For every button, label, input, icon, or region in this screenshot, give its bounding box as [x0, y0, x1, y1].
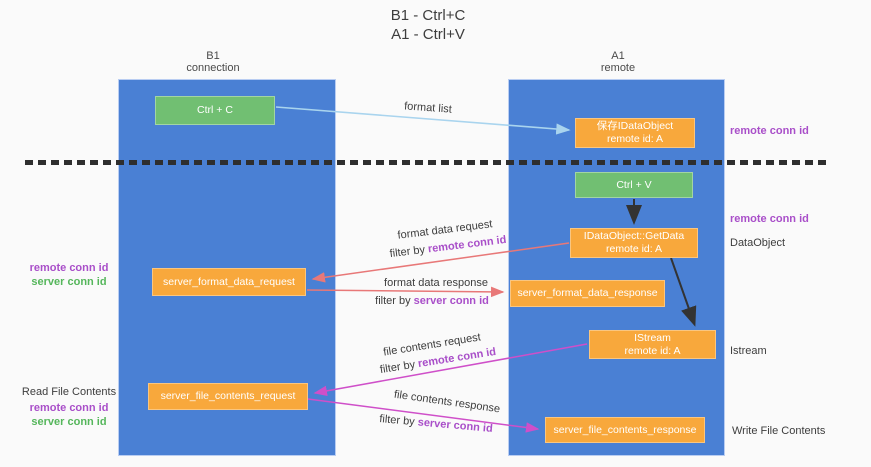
node-ctrl-c-label: Ctrl + C [197, 104, 233, 116]
node-server-file-contents-response: server_file_contents_response [545, 417, 705, 443]
node-istream-line2: remote id: A [624, 344, 681, 357]
lane-b1-name: B1 [206, 50, 220, 62]
lane-a1-name: A1 [611, 50, 625, 62]
filter-by-text: filter by [378, 413, 416, 429]
server-conn-id-text: server conn id [417, 416, 494, 435]
edge-label-format-data-response: format data response [384, 277, 488, 289]
edge-label-file-contents-response: file contents response [393, 388, 501, 416]
label-conn-ids-left-top: remote conn id server conn id [16, 261, 122, 289]
node-ctrl-v-label: Ctrl + V [616, 178, 652, 191]
node-save-idataobject: 保存IDataObject remote id: A [575, 118, 695, 148]
title-line-1: B1 - Ctrl+C [390, 7, 466, 24]
node-getdata-line2: remote id: A [605, 243, 663, 255]
node-idataobject-getdata: IDataObject::GetData remote id: A [570, 228, 698, 258]
node-server-format-data-response: server_format_data_response [510, 280, 665, 307]
label-dataobject: DataObject [730, 237, 786, 249]
label-remote-conn-id-mid-right: remote conn id [730, 213, 809, 225]
edge-label-format-list: format list [403, 100, 453, 116]
node-save-idataobject-line1: 保存IDataObject [596, 120, 674, 132]
filter-by-text: filter by [379, 358, 417, 377]
node-getdata-line1: IDataObject::GetData [583, 230, 685, 242]
filter-by-text: filter by [375, 295, 411, 307]
remote-conn-id-text: remote conn id [427, 233, 507, 256]
node-server-format-data-request: server_format_data_request [152, 268, 306, 296]
lane-header-a1: A1 remote [601, 50, 635, 74]
node-server-file-contents-request: server_file_contents_request [148, 383, 308, 410]
node-ctrl-v: Ctrl + V [575, 172, 693, 198]
lane-a1-role: remote [600, 62, 636, 74]
label-write-file-contents: Write File Contents [732, 425, 826, 437]
label-remote-conn-id-left: remote conn id [29, 262, 109, 274]
arrow-format-data-response [306, 286, 505, 298]
node-format-request-label: server_format_data_request [163, 275, 295, 288]
node-file-response-label: server_file_contents_response [553, 423, 697, 436]
label-server-conn-id-left-2: server conn id [31, 416, 107, 428]
node-format-response-label: server_format_data_response [517, 287, 658, 299]
lane-b1-role: connection [186, 62, 240, 74]
edge-label-filter-server-1: filter by server conn id [375, 295, 489, 307]
label-conn-ids-left-bottom: remote conn id server conn id [16, 401, 122, 429]
node-ctrl-c: Ctrl + C [155, 96, 275, 125]
label-remote-conn-id-left-2: remote conn id [29, 402, 109, 414]
label-istream: Istream [730, 345, 767, 357]
server-conn-id-text: server conn id [413, 295, 489, 307]
label-read-file-contents: Read File Contents [21, 386, 117, 398]
lane-header-b1: B1 connection [186, 50, 239, 74]
label-server-conn-id-left: server conn id [31, 276, 107, 288]
title-line-2: A1 - Ctrl+V [391, 26, 465, 43]
node-save-idataobject-line2: remote id: A [606, 133, 664, 145]
label-remote-conn-id-top-right: remote conn id [730, 125, 809, 137]
edge-label-filter-server-2: filter by server conn id [379, 413, 493, 435]
node-istream-line1: IStream [634, 331, 671, 344]
filter-by-text: filter by [389, 243, 426, 261]
node-file-request-label: server_file_contents_request [160, 390, 296, 402]
node-istream: IStream remote id: A [589, 330, 716, 359]
dashed-divider [25, 160, 831, 165]
diagram-title: B1 - Ctrl+C A1 - Ctrl+V [391, 6, 466, 44]
